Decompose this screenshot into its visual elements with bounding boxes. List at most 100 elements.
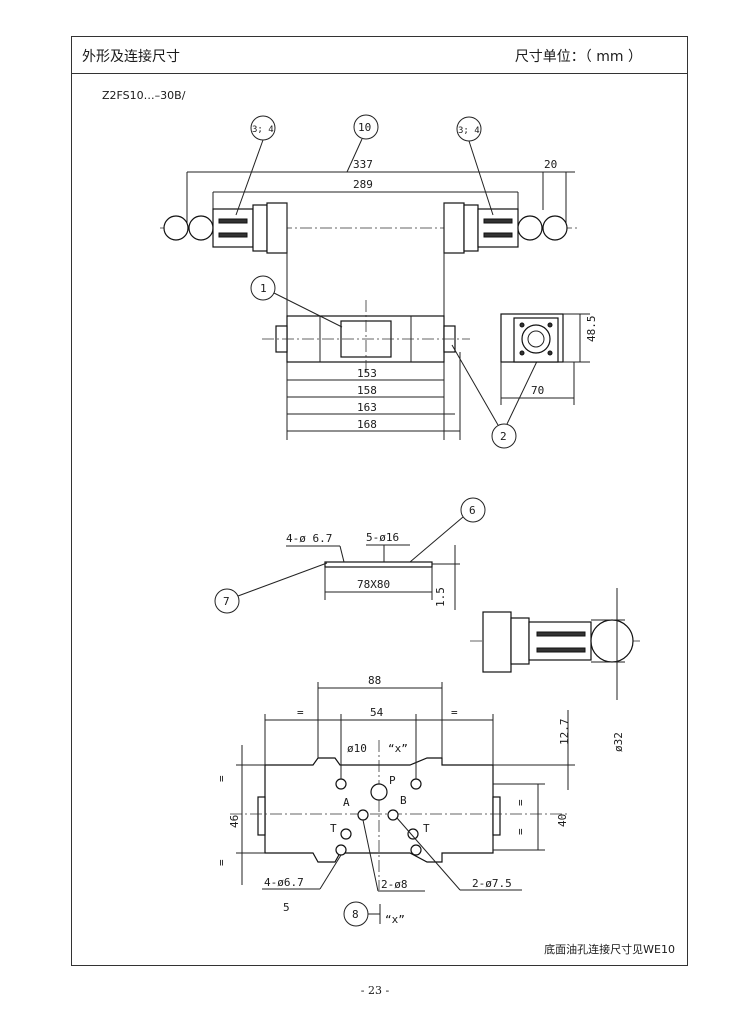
right-knob-ball (542, 215, 568, 241)
x-mark: “x” (388, 742, 408, 755)
leader-line (346, 138, 363, 173)
callout-label: 10 (358, 121, 371, 134)
knob-knurl (510, 617, 530, 665)
callout-label: 7 (223, 595, 230, 608)
port-p-label: P (389, 774, 396, 787)
leader-line (506, 354, 541, 425)
port-a-hole (357, 809, 369, 821)
dim-12-7: 12.7 (558, 719, 571, 746)
bolt-hole (547, 350, 553, 356)
callout-label: 8 (352, 908, 359, 921)
leader-line (235, 139, 264, 216)
hole (335, 844, 347, 856)
base-right-lug (492, 796, 501, 836)
eq-mark: = (215, 775, 228, 782)
bolt-hole (519, 350, 525, 356)
base-view: P A B T T 88 54 = = ø10 “x” 46 = = 40 12… (215, 674, 575, 927)
left-slot (218, 218, 248, 224)
hole (410, 844, 422, 856)
port-t-right-hole (407, 828, 419, 840)
leader-line (409, 516, 464, 563)
dim-40: 40 (556, 814, 569, 827)
right-slot (483, 218, 513, 224)
dim-158: 158 (357, 384, 377, 397)
callout-1 (250, 275, 276, 301)
port-t-label: T (330, 822, 337, 835)
section-x: “x” (385, 913, 405, 926)
holes-6-7: 4-ø 6.7 (286, 532, 332, 545)
leader-line (339, 545, 345, 563)
holes-6-7: 4-ø6.7 (264, 876, 304, 889)
holes-7-5: 2-ø7.5 (472, 877, 512, 890)
top-view: 337 289 20 3; 4 10 3; 4 (160, 114, 580, 440)
eq-mark: = (215, 859, 228, 866)
leader-line (396, 817, 461, 891)
left-knob-disc (188, 215, 214, 241)
right-nut (443, 202, 465, 254)
dim-168: 168 (357, 418, 377, 431)
knob-body (528, 621, 592, 661)
bolt-hole (547, 322, 553, 328)
knob-slot (536, 647, 586, 653)
port-b-hole (387, 809, 399, 821)
dim-163: 163 (357, 401, 377, 414)
left-knurl (252, 204, 268, 252)
right-knob-body (477, 208, 519, 248)
hole (335, 778, 347, 790)
leader-line (273, 292, 343, 328)
port-b-label: B (400, 794, 407, 807)
eq-mark: = (514, 799, 527, 806)
callout-6 (460, 497, 486, 523)
dim-phi10: ø10 (347, 742, 367, 755)
dim-5: 5 (283, 901, 290, 914)
callout-label: 2 (500, 430, 507, 443)
model-code: Z2FS10…–30B/ (102, 89, 186, 102)
plate-section: 78X80 1.5 4-ø 6.7 5-ø16 6 7 (214, 497, 486, 614)
dim-70: 70 (531, 384, 544, 397)
knob-slot (536, 631, 586, 637)
plate (324, 561, 433, 568)
dim-289: 289 (353, 178, 373, 191)
knob-detail: ø32 (470, 588, 640, 752)
leader-line (362, 819, 379, 892)
callout-10 (353, 114, 379, 140)
dim-20: 20 (544, 158, 557, 171)
right-slot (483, 232, 513, 238)
left-knob-ball (163, 215, 189, 241)
side-view: 48.5 70 (500, 313, 598, 405)
dim-48-5: 48.5 (585, 316, 598, 343)
dim-32: ø32 (612, 732, 625, 752)
port-t-label: T (423, 822, 430, 835)
bolt-hole (519, 322, 525, 328)
hole (410, 778, 422, 790)
leader-line (319, 854, 342, 890)
dim-54: 54 (370, 706, 384, 719)
callout-label: 3; 4 (458, 126, 480, 136)
callout-2 (491, 423, 517, 449)
port-p-hole (370, 783, 388, 801)
left-nut (266, 202, 288, 254)
drawing-frame: 外形及连接尺寸 尺寸单位：（ mm ） Z2FS10…–30B/ 底面油孔连接尺… (71, 36, 688, 966)
port-t-left-hole (340, 828, 352, 840)
dim-153: 153 (357, 367, 377, 380)
dim-46: 46 (228, 815, 241, 828)
callout-label: 1 (260, 282, 267, 295)
right-knob-disc (517, 215, 543, 241)
left-knob-body (212, 208, 254, 248)
dim-88: 88 (368, 674, 381, 687)
page-title: 外形及连接尺寸 (82, 49, 180, 65)
holes-16: 5-ø16 (366, 531, 399, 544)
eq-mark: = (514, 828, 527, 835)
side-port-inner (527, 330, 545, 348)
callout-7 (214, 588, 240, 614)
eq-mark: = (297, 706, 304, 719)
leader-line (468, 140, 494, 216)
knob-nut (482, 611, 512, 673)
right-knurl (463, 204, 479, 252)
unit-label: 尺寸单位：（ mm ） (514, 49, 642, 65)
callout-label: 3; 4 (252, 125, 274, 135)
dim-337: 337 (353, 158, 373, 171)
side-port (521, 324, 551, 354)
front-view: 153 158 163 168 1 2 (250, 275, 541, 449)
